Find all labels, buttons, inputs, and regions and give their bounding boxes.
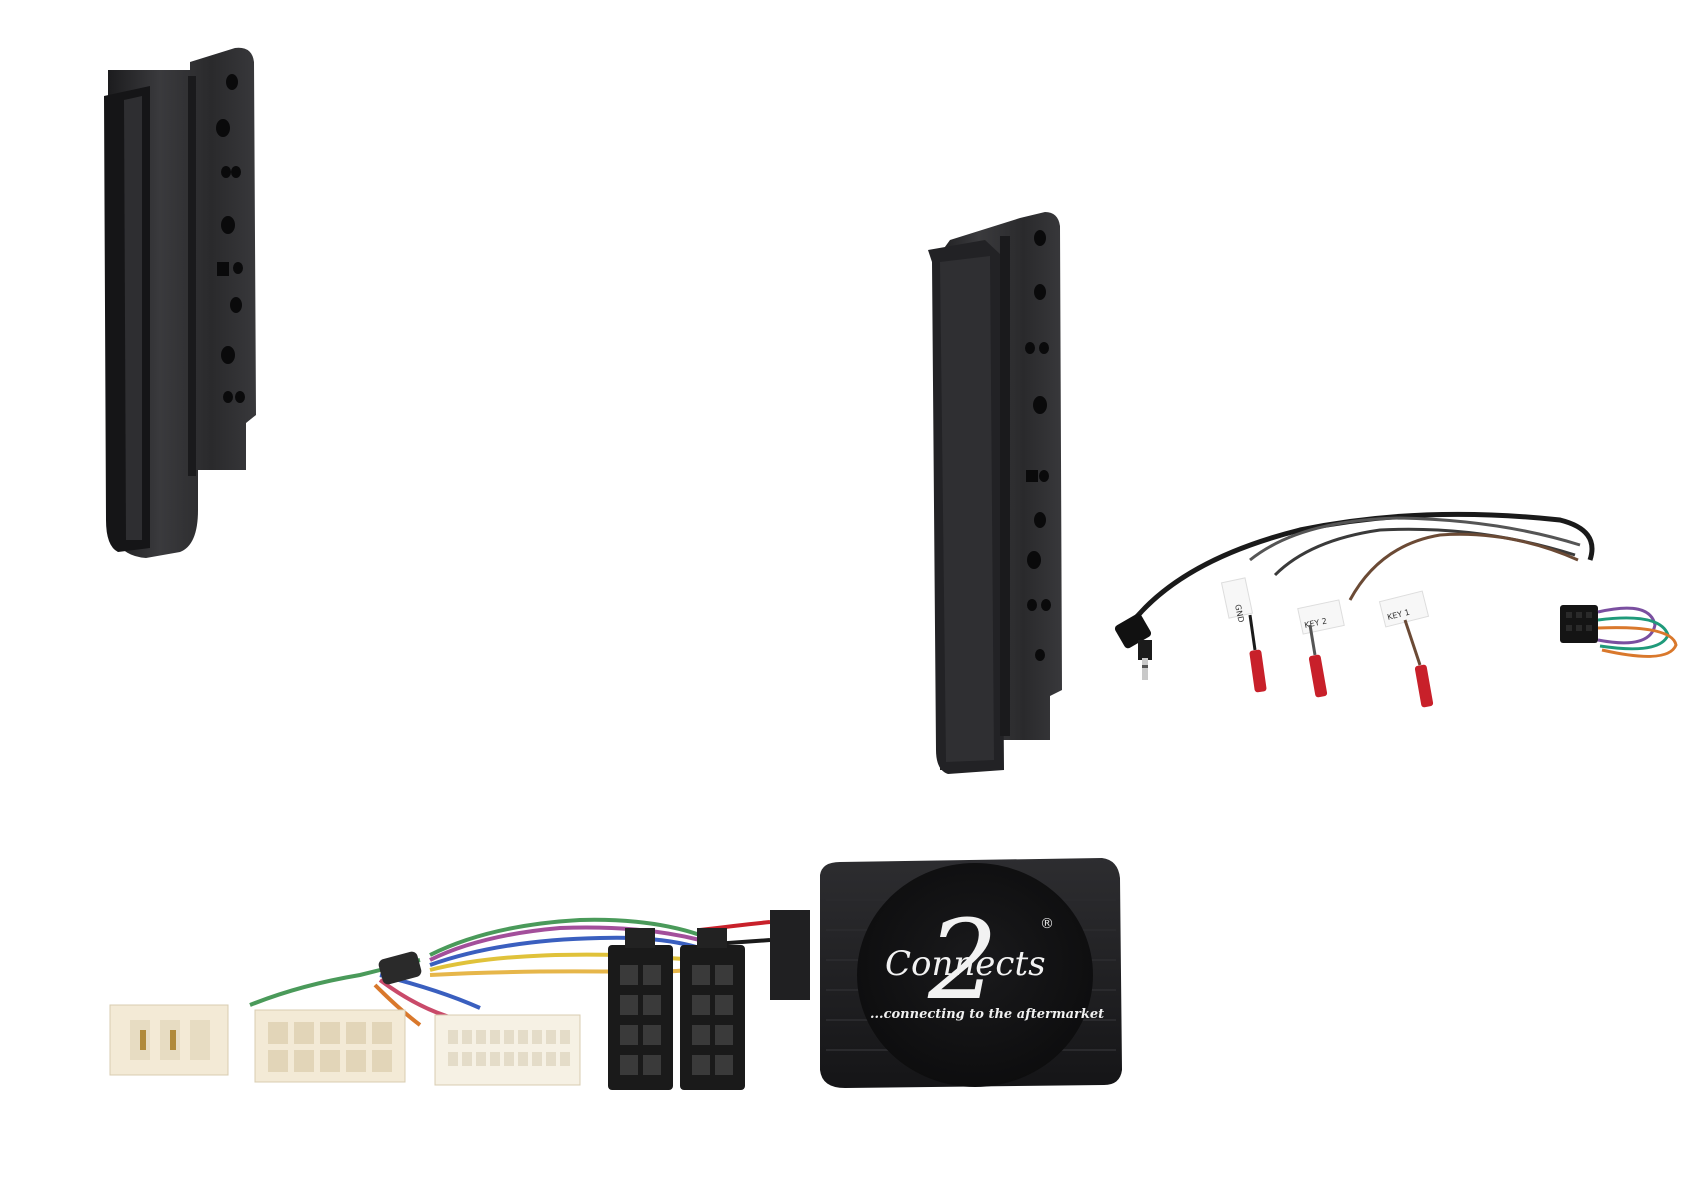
iso-connector-left <box>608 928 673 1090</box>
patch-lead-connector <box>1560 605 1598 643</box>
interface-box: 2 Connects ® ...connecting to the afterm… <box>820 858 1122 1088</box>
registered-mark: ® <box>1040 916 1054 932</box>
jack-plug <box>1114 613 1152 680</box>
brand-logo-text: Connects <box>885 944 1046 984</box>
oem-connector-medium <box>254 1009 406 1083</box>
iso-connector-right <box>680 928 745 1090</box>
right-mounting-bracket <box>928 212 1062 774</box>
interface-harness: 2 Connects ® ...connecting to the afterm… <box>109 858 1122 1090</box>
wire-tag-gnd: GND <box>1220 577 1254 624</box>
patch-lead: GND KEY 2 KEY 1 <box>1114 511 1678 708</box>
brand-logo-number: 2 <box>927 896 998 1024</box>
wire-tag-key2: KEY 2 <box>1297 599 1345 635</box>
left-mounting-bracket <box>104 47 256 559</box>
oem-connector-small <box>109 1004 229 1076</box>
wire-tag-gnd-label: GND <box>1233 604 1246 624</box>
brand-tagline: ...connecting to the aftermarket <box>870 1007 1104 1022</box>
red-terminal <box>1249 649 1434 708</box>
oem-connector-large <box>434 1014 581 1086</box>
logo-disc <box>857 863 1093 1087</box>
wire-tag-key1: KEY 1 <box>1378 590 1430 628</box>
